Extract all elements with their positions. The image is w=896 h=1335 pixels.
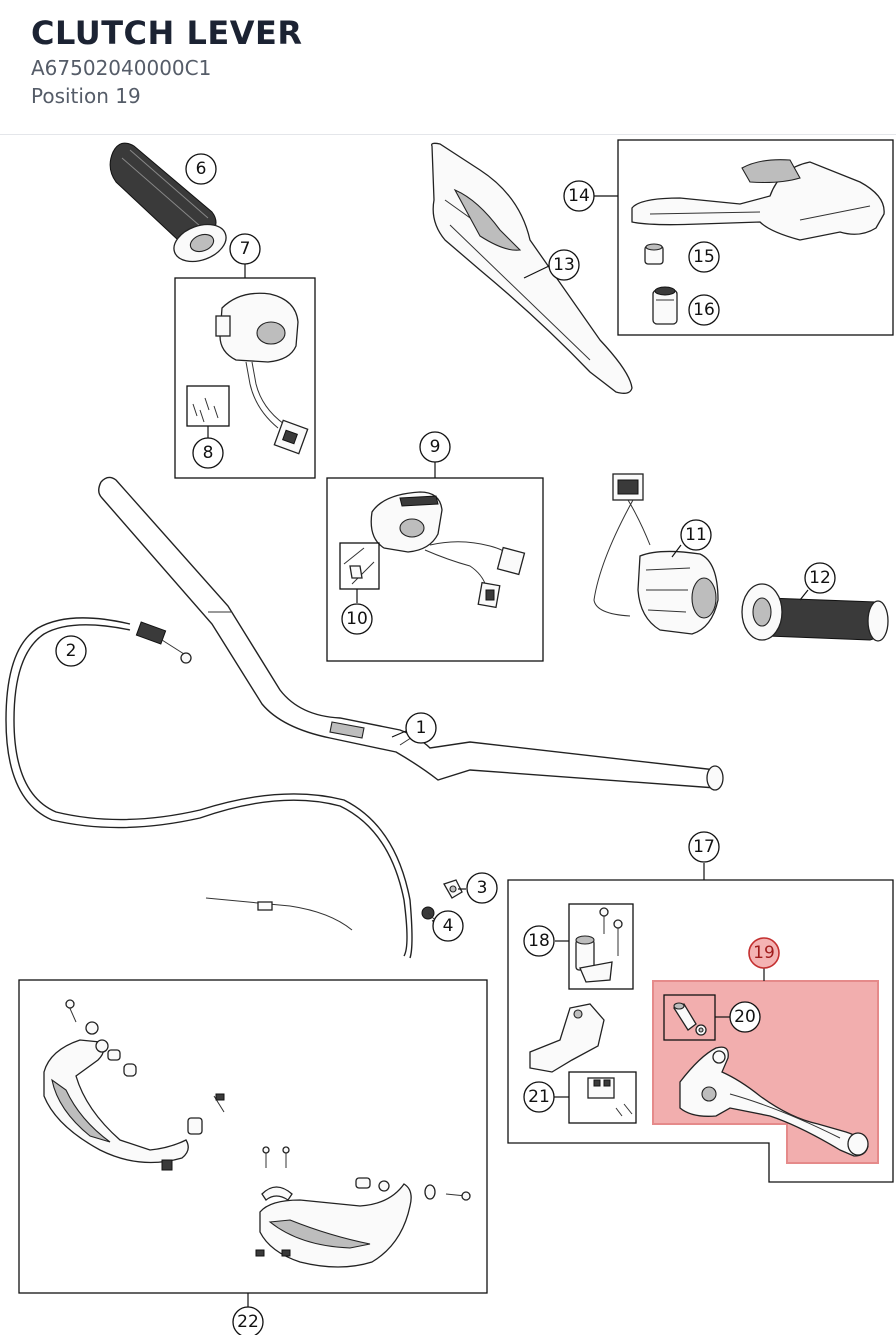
part-9-right-switch[interactable]	[370, 491, 526, 609]
callout-22[interactable]: 22	[232, 1306, 264, 1335]
callout-10[interactable]: 10	[341, 603, 373, 635]
highlight-region-19[interactable]	[652, 980, 879, 1164]
svg-text:3: 3	[477, 878, 488, 898]
part-4-bolt[interactable]	[421, 906, 435, 920]
page-title: CLUTCH LEVER	[31, 14, 303, 52]
svg-text:16: 16	[693, 300, 715, 320]
position-label: Position 19	[31, 84, 141, 108]
callout-14[interactable]: 14	[563, 180, 595, 212]
svg-text:22: 22	[237, 1312, 259, 1332]
callout-19-highlighted[interactable]: 19	[748, 937, 780, 969]
callout-16[interactable]: 16	[688, 294, 720, 326]
svg-text:15: 15	[693, 247, 715, 267]
callout-2[interactable]: 2	[55, 635, 87, 667]
part-15-lever-sleeve[interactable]	[644, 243, 664, 265]
svg-text:7: 7	[240, 239, 251, 259]
part-22-hand-guard-left[interactable]	[43, 999, 225, 1171]
svg-text:17: 17	[693, 837, 715, 857]
part-20-pivot-bolt[interactable]	[673, 1002, 707, 1036]
svg-text:19: 19	[753, 943, 775, 963]
callout-8[interactable]: 8	[192, 437, 224, 469]
part-22-hand-guard-right[interactable]	[255, 1146, 471, 1268]
svg-text:9: 9	[430, 437, 441, 457]
svg-text:10: 10	[346, 609, 368, 629]
box-9-right-switch	[326, 477, 544, 662]
part-19-clutch-lever[interactable]	[679, 1046, 869, 1157]
callout-9[interactable]: 9	[419, 431, 451, 463]
svg-text:20: 20	[734, 1007, 756, 1027]
part-2-clutch-cable[interactable]	[5, 617, 413, 959]
part-number: A67502040000C1	[31, 56, 212, 80]
svg-text:4: 4	[443, 916, 454, 936]
part-21-switch[interactable]	[587, 1077, 633, 1117]
svg-text:1: 1	[416, 718, 427, 738]
svg-text:13: 13	[553, 255, 575, 275]
box-10-screws	[339, 542, 380, 590]
part-13-lever-guard[interactable]	[431, 142, 633, 394]
callout-7[interactable]: 7	[229, 233, 261, 265]
callout-4[interactable]: 4	[432, 910, 464, 942]
callout-3[interactable]: 3	[466, 872, 498, 904]
svg-text:14: 14	[568, 186, 590, 206]
callout-13[interactable]: 13	[548, 249, 580, 281]
part-16-adjuster[interactable]	[652, 286, 678, 325]
part-18-clamp[interactable]	[575, 907, 623, 983]
box-14-brake-lever	[617, 139, 894, 336]
box-18-clamp	[568, 903, 634, 990]
part-21-perch[interactable]	[529, 1003, 605, 1073]
callout-6[interactable]: 6	[185, 153, 217, 185]
svg-text:21: 21	[528, 1087, 550, 1107]
callout-1[interactable]: 1	[405, 712, 437, 744]
callout-11[interactable]: 11	[680, 519, 712, 551]
svg-text:12: 12	[809, 568, 831, 588]
callout-17[interactable]: 17	[688, 831, 720, 863]
part-14-brake-lever[interactable]	[631, 159, 885, 241]
callout-12[interactable]: 12	[804, 562, 836, 594]
callout-18[interactable]: 18	[523, 925, 555, 957]
svg-text:11: 11	[685, 525, 707, 545]
box-17-clutch-assembly	[507, 879, 894, 1183]
callout-15[interactable]: 15	[688, 241, 720, 273]
callout-21[interactable]: 21	[523, 1081, 555, 1113]
part-10-screws[interactable]	[343, 547, 375, 585]
part-8-screws[interactable]	[192, 397, 219, 423]
svg-text:8: 8	[203, 443, 214, 463]
part-12-right-grip[interactable]	[741, 583, 889, 642]
part-6-left-grip[interactable]	[109, 142, 231, 268]
part-11-throttle-housing[interactable]	[593, 473, 719, 635]
box-22-hand-guards	[18, 979, 488, 1294]
page-header: CLUTCH LEVER A67502040000C1 Position 19	[0, 0, 896, 135]
part-7-left-switch[interactable]	[215, 292, 309, 455]
callout-20[interactable]: 20	[729, 1001, 761, 1033]
svg-text:18: 18	[528, 931, 550, 951]
svg-text:2: 2	[66, 641, 77, 661]
part-3-bracket[interactable]	[443, 879, 463, 899]
svg-text:6: 6	[196, 159, 207, 179]
